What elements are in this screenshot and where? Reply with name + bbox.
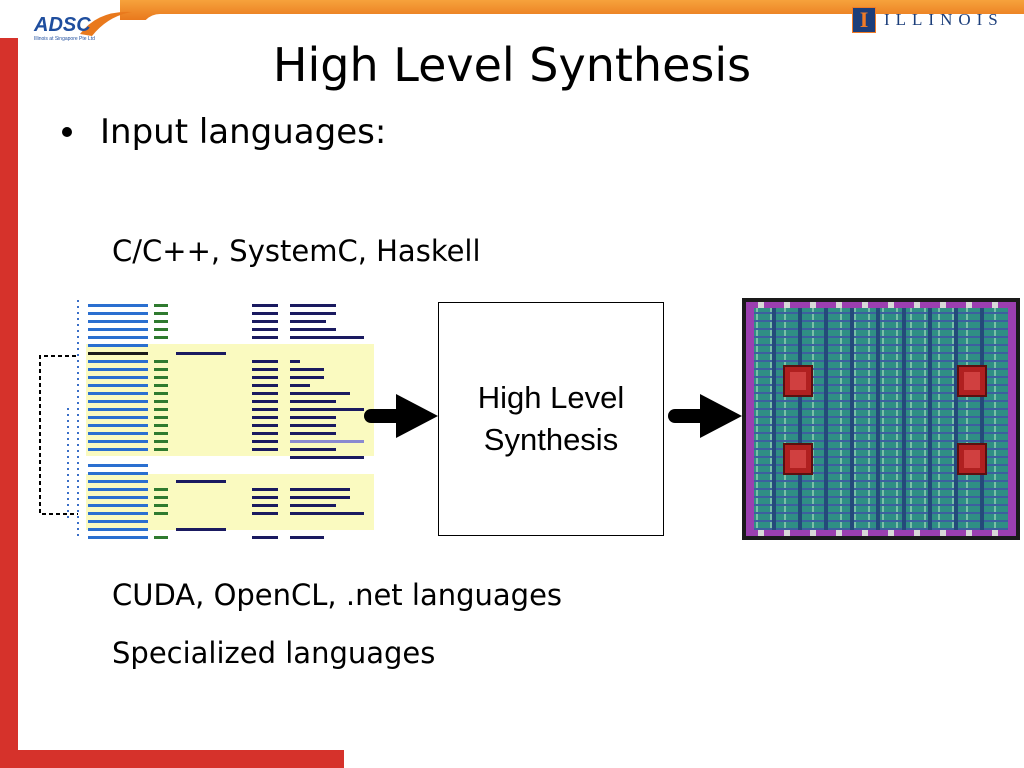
box-label-line-1: High Level [477,380,625,415]
high-level-synthesis-box: High Level Synthesis [438,302,664,536]
language-line-2: CUDA, OpenCL, .net languages [112,578,563,612]
bottom-red-bar [0,750,344,768]
adsc-logo-text: ADSC [34,14,91,36]
adsc-logo-subtitle: Illinois at Singapore Pte Ltd [34,36,95,42]
chip-layout-image [742,298,1020,540]
bullet-dot-icon [62,127,72,137]
illinois-i-icon: I [852,7,876,33]
illinois-logo: I ILLINOIS [852,6,1004,34]
bullet-text: Input languages: [100,112,387,152]
adsc-logo: ADSC Illinois at Singapore Pte Ltd [26,8,136,48]
box-label-line-2: Synthesis [483,422,619,457]
bullet-item: Input languages: [62,112,386,152]
right-arrow-icon [668,394,742,438]
right-arrow-icon [364,394,438,438]
language-line-3: Specialized languages [112,636,436,670]
slide-title: High Level Synthesis [272,38,752,92]
swoosh-icon [80,11,132,36]
illinois-logo-text: ILLINOIS [884,10,1004,29]
assembly-code-image [30,298,374,542]
language-line-1: C/C++, SystemC, Haskell [112,234,481,268]
left-red-bar [0,38,18,768]
top-frame-curve [140,14,1024,34]
